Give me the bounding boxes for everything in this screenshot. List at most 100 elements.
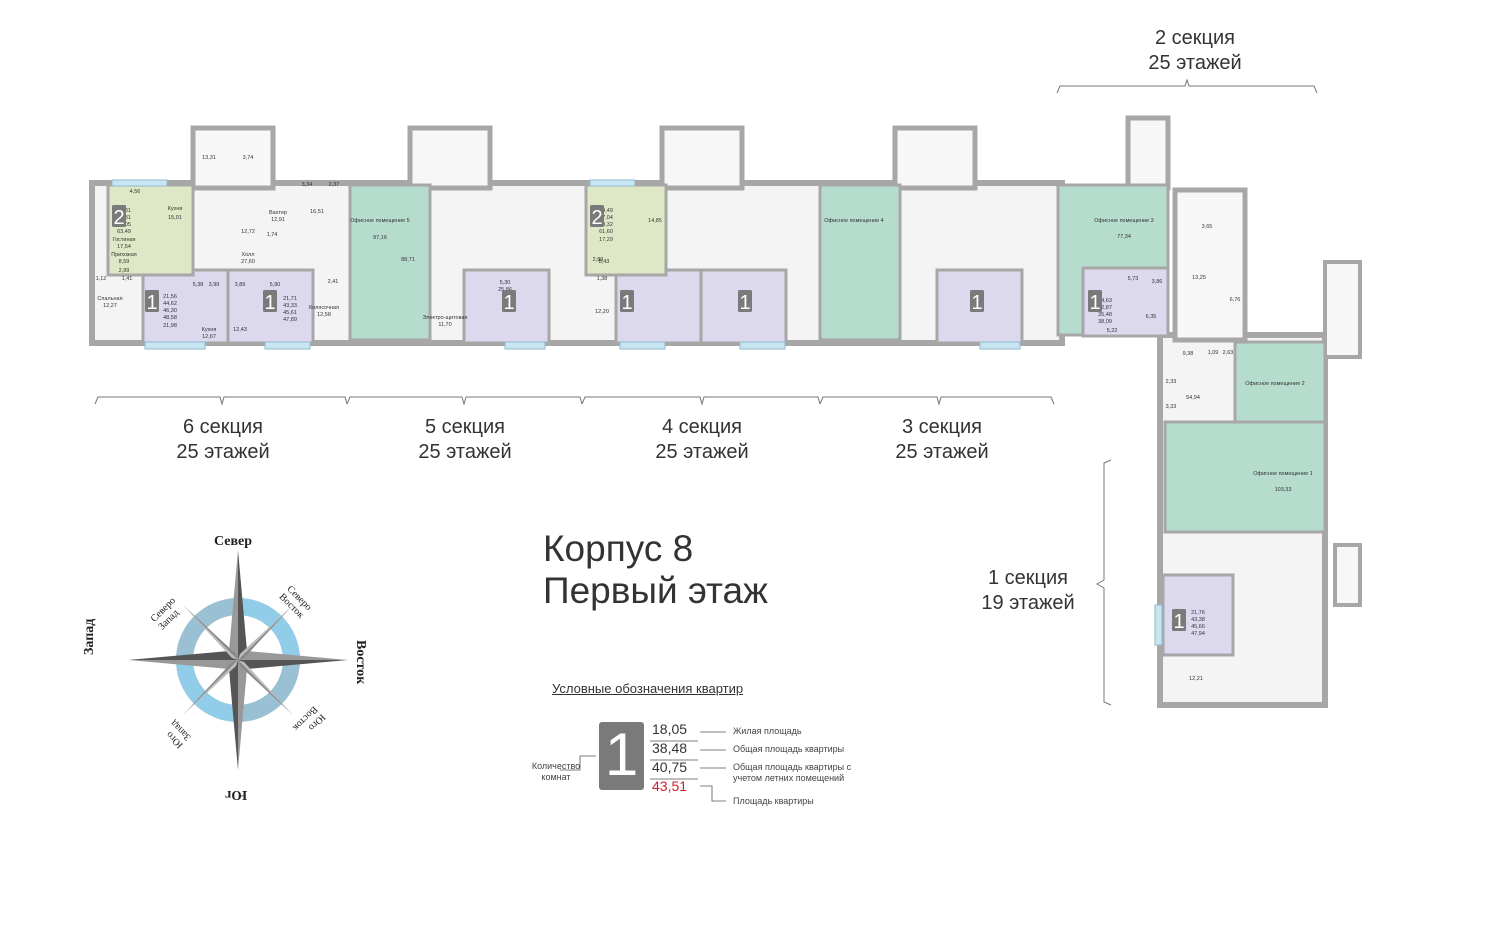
room-label: 29,49 [599, 208, 613, 214]
section-name: 4 секция [661, 416, 742, 438]
room-label: 38,09 [1098, 319, 1112, 325]
room-count-badge [112, 205, 126, 227]
room-label: 1,09 [1208, 350, 1219, 356]
room-label: 8,59 [119, 259, 130, 265]
connector [1172, 187, 1248, 343]
room-label: 35,48 [1098, 312, 1112, 318]
room-label: 1,41 [122, 276, 133, 282]
room-label: 2,33 [1166, 379, 1177, 385]
section-label-3: 3 секция 25 этажей [867, 415, 1017, 465]
room-label: Гостиная [112, 237, 135, 243]
room-label: 88,71 [401, 257, 415, 263]
room-label: 9,38 [1183, 351, 1194, 357]
legend-title: Условные обозначения квартир [552, 681, 744, 696]
room-label: Спальная [97, 296, 122, 302]
section-brackets [94, 78, 1318, 706]
legend-desc-total: Общая площадь квартиры [733, 744, 845, 754]
legend-total-area: 38,48 [652, 740, 688, 756]
room-label: Холл [242, 252, 255, 258]
room-label: Офисное помещение 2 [1245, 381, 1304, 387]
room-label: 27,60 [241, 259, 255, 265]
section-name: 6 секция [182, 416, 263, 438]
section-floors: 19 этажей [981, 592, 1075, 614]
room-label: 63,49 [117, 229, 131, 235]
room-label: Офисное помещение 4 [824, 218, 883, 224]
stair-tower [659, 125, 745, 191]
compass-east: Восток [353, 640, 368, 685]
section-label-2: 2 секция 25 этажей [1120, 26, 1270, 76]
room-label: 21,71 [283, 296, 297, 302]
room-count-badge [502, 290, 516, 312]
office-1 [1163, 420, 1327, 534]
room-label: 2,37 [329, 182, 340, 188]
shaft [1323, 260, 1362, 359]
room-label: 46,30 [163, 308, 177, 314]
apartment-2 [584, 183, 668, 277]
room-label: 6,76 [1230, 297, 1241, 303]
room-label: 48,58 [163, 315, 177, 321]
compass-rose [128, 550, 348, 770]
stair-tower [892, 125, 978, 191]
room-label: 59,32 [599, 222, 613, 228]
room-label: 12,27 [103, 303, 117, 309]
section-label-4: 4 секция 25 этажей [627, 415, 777, 465]
room-label: 32,87 [1098, 305, 1112, 311]
room-label: 44,62 [163, 301, 177, 307]
room-label: 17,54 [117, 244, 131, 250]
room-count-digit: 2 [591, 207, 602, 229]
room-count-digit: 1 [1089, 292, 1100, 314]
legend-rooms-value: 1 [604, 721, 639, 788]
room-label: 12,72 [241, 229, 255, 235]
balconies [111, 179, 1163, 646]
room-label: 12,21 [1189, 676, 1203, 682]
legend-rooms-label: Количество комнат [531, 761, 581, 782]
room-count-digit: 1 [146, 292, 157, 314]
room-label: 43,33 [283, 303, 297, 309]
room-label: 3,99 [209, 282, 220, 288]
room-label: 1,74 [267, 232, 278, 238]
room-label: Офисное помещение 1 [1253, 471, 1312, 477]
room-label: 5,73 [1128, 276, 1139, 282]
room-labels: 4,56Кухня15,0129,8157,8160,0563,49Гостин… [96, 155, 1313, 682]
section-name: 3 секция [901, 416, 982, 438]
apartment-1 [1161, 573, 1235, 657]
section-name: 5 секция [424, 416, 505, 438]
room-label: 5,90 [270, 282, 281, 288]
room-label: 4,56 [130, 189, 141, 195]
section-label-1: 1 секция 19 этажей [963, 566, 1093, 616]
room-label: 2,63 [1223, 350, 1234, 356]
room-label: 21,56 [163, 294, 177, 300]
room-label: 5,38 [193, 282, 204, 288]
room-count-badge [1172, 609, 1186, 631]
room-label: 47,89 [283, 317, 297, 323]
compass-north: Север [214, 534, 253, 549]
room-label: 13,25 [1192, 275, 1206, 281]
room-label: 6,35 [1146, 314, 1157, 320]
two-room-apartments [106, 183, 668, 277]
room-label: Вахтер [269, 210, 287, 216]
room-label: 45,66 [1191, 624, 1205, 630]
room-count-digit: 1 [264, 292, 275, 314]
room-label: 21,98 [163, 323, 177, 329]
room-count-digit: 1 [1173, 611, 1184, 633]
section-floors: 25 этажей [176, 441, 270, 463]
room-label: 12,91 [271, 217, 285, 223]
room-label: 97,16 [373, 235, 387, 241]
room-label: Офисное помещение 5 [350, 218, 409, 224]
room-label: Кухня [168, 206, 183, 212]
legend-desc-total-summer: Общая площадь квартиры с учетом летних п… [733, 762, 852, 783]
room-label: Колясочная [309, 305, 339, 311]
legend-diagram [560, 722, 726, 802]
office-5 [348, 183, 432, 342]
room-label: 54,94 [1186, 395, 1200, 401]
compass-south: Юг [225, 787, 248, 802]
room-count-badge [970, 290, 984, 312]
room-label: Кухня [202, 327, 217, 333]
room-label: Прихожая [111, 252, 137, 258]
room-count-badge [590, 205, 604, 227]
room-count-digit: 1 [621, 292, 632, 314]
room-label: 14,85 [648, 218, 662, 224]
room-label: 16,51 [310, 209, 324, 215]
room-label: 5,22 [1107, 328, 1118, 334]
